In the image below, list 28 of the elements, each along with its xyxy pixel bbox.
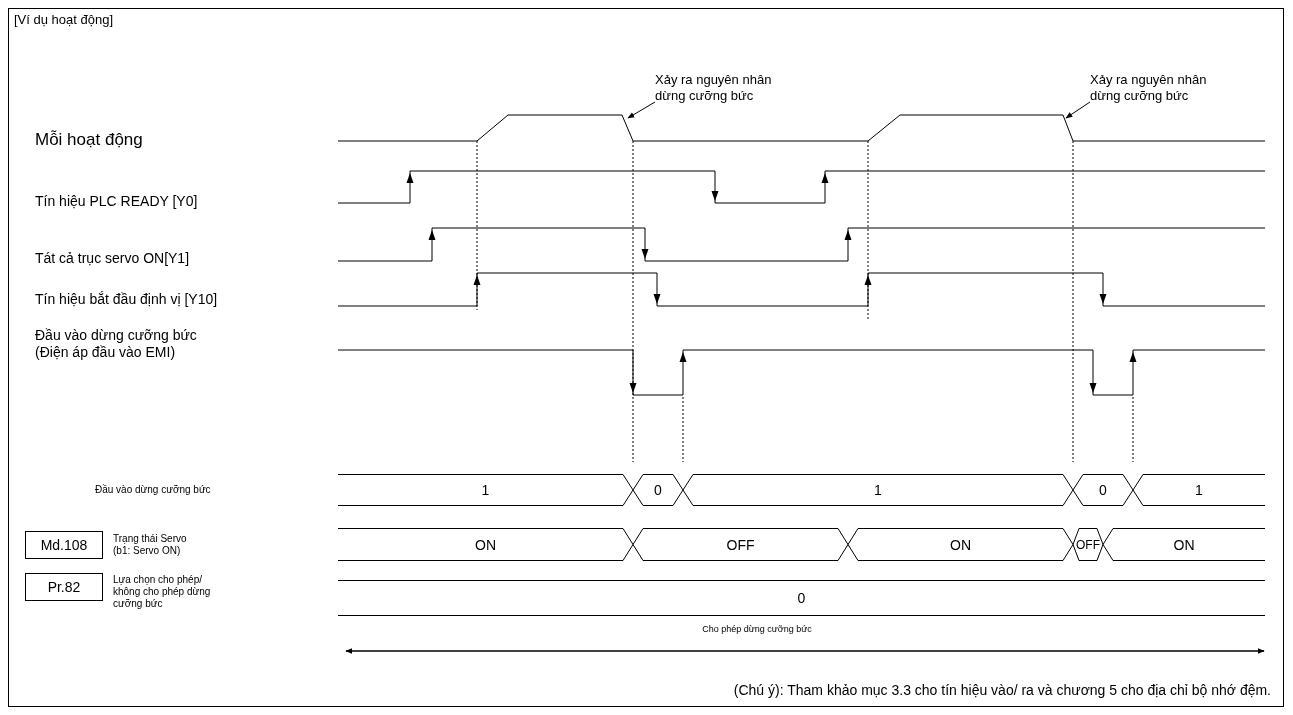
signal-label: Trạng thái Servo (b1: Servo ON) xyxy=(113,533,188,557)
bus-state-segment: OFF xyxy=(633,528,848,561)
signal-label: Cho phép dừng cưỡng bức xyxy=(701,624,813,635)
bus-state-segment: 1 xyxy=(1133,474,1265,506)
signal-label: Tín hiệu PLC READY [Y0] xyxy=(35,193,198,210)
bus-state-segment: 1 xyxy=(338,474,633,506)
bus-state-segment: 0 xyxy=(338,580,1265,616)
diagram-title: [Ví dụ hoạt động] xyxy=(14,12,114,28)
callout-text: Xảy ra nguyên nhân dừng cưỡng bức xyxy=(655,72,785,105)
bus-state-segment: 0 xyxy=(1073,474,1133,506)
bus-state-segment: ON xyxy=(338,528,633,561)
signal-label: Đầu vào dừng cưỡng bức xyxy=(95,484,211,496)
bus-state-segment: ON xyxy=(1103,528,1265,561)
leader-line xyxy=(627,101,656,119)
bus-state-segment: ON xyxy=(848,528,1073,561)
bus-state-segment: 1 xyxy=(683,474,1073,506)
signal-label: Mỗi hoạt động xyxy=(35,130,143,151)
signal-label: Lựa chọn cho phép/ không cho phép dừng cưỡng bức xyxy=(113,574,212,610)
signal-label: Tát cả trục servo ON[Y1] xyxy=(35,250,190,267)
signal-label: Tín hiệu bắt đầu định vị [Y10] xyxy=(35,291,218,308)
callout-text: Xảy ra nguyên nhân dừng cưỡng bức xyxy=(1090,72,1220,105)
bus-state-segment: 0 xyxy=(633,474,683,506)
parameter-box: Md.108 xyxy=(25,531,103,559)
footnote: (Chú ý): Tham khảo mục 3.3 cho tín hiệu vào/ ra và chương 5 cho địa chỉ bộ nhớ đệm. xyxy=(733,682,1271,699)
signal-label: Đầu vào dừng cưỡng bức (Điện áp đầu vào EMI) xyxy=(35,327,198,361)
parameter-box: Pr.82 xyxy=(25,573,103,601)
bus-state-segment: OFF xyxy=(1073,528,1103,561)
leader-line xyxy=(1065,101,1091,119)
